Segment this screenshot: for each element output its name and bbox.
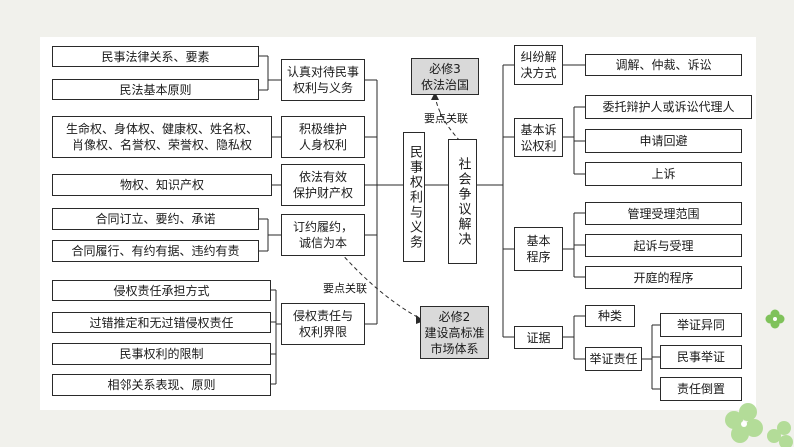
center-box-civil-rights: 民事权利与义务 (403, 132, 425, 262)
left-item-contract-performance: 合同履行、有约有据、违约有责 (52, 240, 259, 262)
right-item-recusal: 申请回避 (585, 129, 742, 153)
connector-lines (259, 55, 660, 390)
right-item-trial: 开庭的程序 (585, 266, 742, 289)
mind-map-panel: 民事法律关系、要素 民法基本原则 生命权、身体权、健康权、姓名权、 肖像权、名誉… (40, 37, 756, 410)
right-item-burden-of-proof: 举证责任 (585, 347, 642, 371)
right-group-procedure: 基本 程序 (514, 227, 563, 271)
ref-box-compulsory-2: 必修2 建设高标准 市场体系 (420, 306, 489, 359)
left-item-legal-relations: 民事法律关系、要素 (52, 46, 259, 67)
right-item-appeal: 上诉 (585, 162, 742, 186)
link-label-bottom: 要点关联 (323, 282, 367, 295)
right-item-mediation: 调解、仲裁、诉讼 (585, 54, 742, 76)
left-item-tort-liability: 侵权责任承担方式 (52, 280, 271, 301)
left-item-personal-rights: 生命权、身体权、健康权、姓名权、 肖像权、名誉权、荣誉权、隐私权 (52, 116, 272, 158)
right-group-litigation-rights: 基本诉 讼权利 (514, 118, 563, 157)
clover-icon (765, 309, 785, 329)
link-label-top: 要点关联 (424, 112, 468, 125)
left-group-personal-rights: 积极维护 人身权利 (281, 116, 365, 158)
right-item-evidence-types: 种类 (585, 305, 635, 327)
left-item-rights-limits: 民事权利的限制 (52, 343, 271, 365)
left-item-neighbor-relations: 相邻关系表现、原则 (52, 374, 271, 396)
right-subitem-reversal: 责任倒置 (660, 377, 742, 401)
left-item-basic-principles: 民法基本原则 (52, 79, 259, 100)
ref-box-compulsory-3: 必修3 依法治国 (411, 58, 479, 95)
right-subitem-differences: 举证异同 (660, 313, 742, 337)
left-group-civil-rights-duties: 认真对待民事 权利与义务 (281, 59, 365, 101)
right-group-resolution-methods: 纠纷解 决方式 (514, 45, 563, 85)
right-item-jurisdiction: 管理受理范围 (585, 202, 742, 225)
left-item-property-rights: 物权、知识产权 (52, 174, 272, 196)
left-item-fault-liability: 过错推定和无过错侵权责任 (52, 312, 271, 333)
right-item-filing: 起诉与受理 (585, 234, 742, 257)
right-subitem-civil-proof: 民事举证 (660, 345, 742, 369)
left-item-contract-formation: 合同订立、要约、承诺 (52, 208, 259, 230)
right-item-counsel: 委托辩护人或诉讼代理人 (585, 95, 752, 119)
left-group-contract: 订约履约， 诚信为本 (281, 214, 365, 256)
center-box-dispute-resolution: 社会争议解决 (448, 139, 477, 264)
left-group-tort: 侵权责任与 权利界限 (281, 303, 365, 345)
left-group-property: 依法有效 保护财产权 (281, 164, 365, 206)
right-group-evidence: 证据 (514, 326, 563, 349)
flower-decoration-icon (725, 403, 793, 447)
